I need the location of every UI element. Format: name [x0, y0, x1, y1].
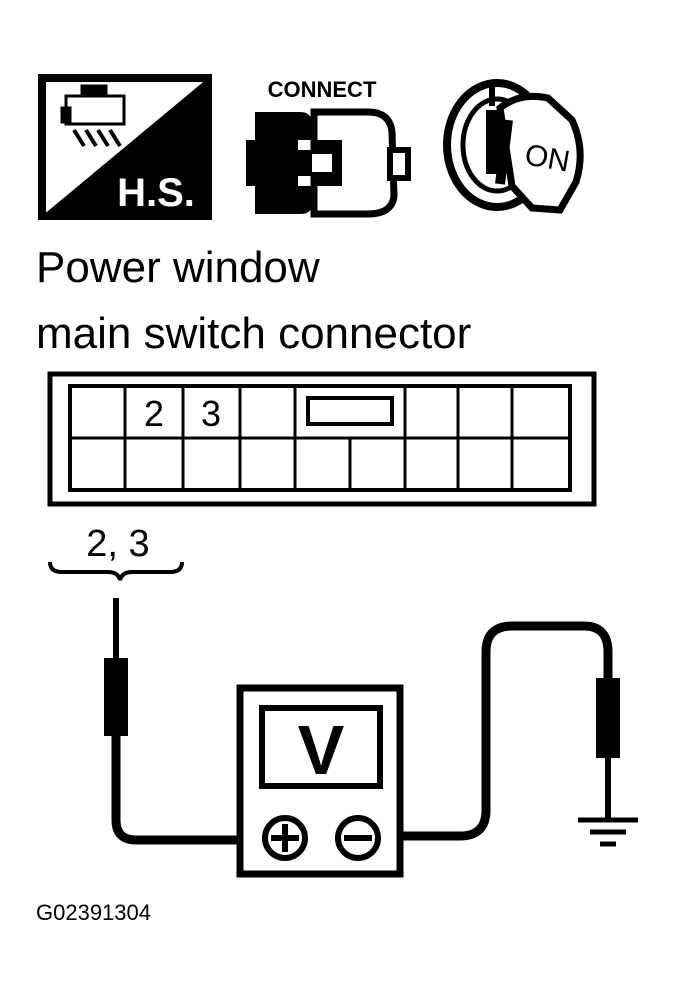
probe-brace	[48, 561, 184, 581]
voltmeter-unit: V	[298, 711, 345, 789]
positive-probe	[104, 598, 262, 845]
diagram-title-line-1: Power window	[36, 243, 320, 292]
connector-pin-2: 2	[144, 393, 164, 434]
harness-sign-icon: H.S.	[38, 74, 212, 220]
connector-plug-icon	[60, 84, 126, 148]
connector-lock-tab	[306, 396, 394, 426]
probe-terminal-label: 2, 3	[86, 523, 149, 565]
connector-pin-3: 3	[201, 393, 221, 434]
diagram-title-line-2: main switch connector	[36, 309, 471, 358]
ignition-on-label: ON	[522, 138, 572, 178]
voltmeter-display	[259, 705, 383, 789]
connect-icon: CONNECT	[246, 77, 411, 218]
connector-face: 2 3	[47, 371, 597, 507]
voltmeter: V	[236, 684, 404, 878]
negative-terminal-icon	[335, 815, 381, 861]
negative-lead	[390, 621, 620, 841]
figure-id: G02391304	[36, 900, 151, 925]
ground-icon	[578, 817, 638, 847]
harness-sign-label: H.S.	[117, 171, 195, 215]
connect-label: CONNECT	[268, 77, 377, 102]
ignition-key-on-icon: ON	[443, 79, 584, 214]
positive-terminal-icon	[262, 815, 308, 861]
